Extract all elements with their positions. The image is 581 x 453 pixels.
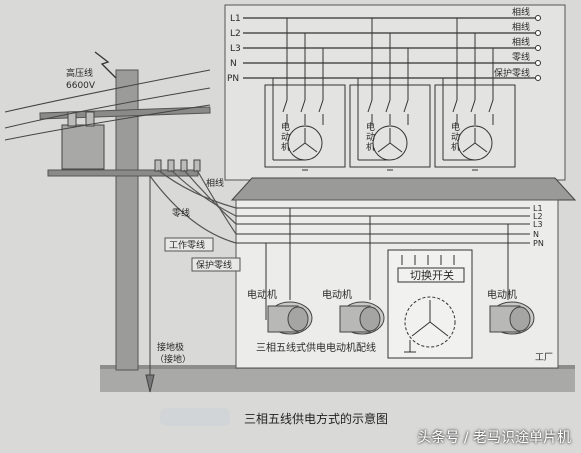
motor-2-icon (339, 301, 385, 335)
hv-label: 高压线 (66, 67, 93, 79)
switch-box (387, 249, 473, 359)
phase-wire-label: 相线 (206, 177, 224, 189)
bldg-bus-l2: L2 (533, 212, 543, 221)
top-bus-terminals (535, 15, 541, 81)
voltage-label: 6600V (66, 81, 96, 91)
protective-neutral-box (191, 257, 241, 272)
bldg-bus-pn: PN (533, 239, 544, 248)
bus-desc-l1: 相线 (512, 6, 530, 18)
motor-label-1: 电动机 (281, 121, 290, 153)
motor-3-icon (489, 301, 535, 335)
switch-label: 切换开关 (410, 268, 454, 282)
factory-label: 工厂 (535, 352, 553, 363)
system-title: 三相五线式供电电动机配线 (256, 341, 376, 354)
utility-pole (39, 69, 211, 371)
bus-label-l2: L2 (230, 29, 241, 39)
bus-desc-pn: 保护零线 (494, 67, 530, 79)
top-panel: L1 L2 L3 N PN 相线 相线 相线 零线 保护零线 电动机 (224, 4, 566, 181)
working-neutral-box (164, 237, 214, 252)
motor-label-3: 电动机 (451, 121, 460, 153)
blurred-region (160, 408, 230, 426)
ground-electrode-label: 接地极 (157, 341, 184, 353)
watermark: 头条号 / 老马识途单片机 (417, 430, 571, 446)
motor-starter-2 (349, 18, 431, 171)
motor-starter-3 (434, 18, 516, 171)
bus-label-pn: PN (227, 74, 239, 84)
ground (100, 365, 575, 392)
motor-label-2: 电动机 (366, 121, 375, 153)
bus-desc-n: 零线 (512, 51, 530, 63)
motor-1-icon (267, 301, 313, 335)
bus-desc-l2: 相线 (512, 21, 530, 33)
bus-label-l3: L3 (230, 44, 241, 54)
protective-neutral-label: 保护零线 (196, 259, 232, 271)
working-neutral-label: 工作零线 (169, 239, 205, 251)
high-voltage-lines (4, 69, 211, 141)
factory-building: L1 L2 L3 N PN 切换开关 (230, 177, 577, 369)
motor-text-1: 电动机 (247, 288, 277, 301)
bldg-bus-n: N (533, 230, 539, 239)
bus-desc-l3: 相线 (512, 36, 530, 48)
bus-label-n: N (230, 59, 237, 69)
building-bus-lines (236, 207, 530, 244)
motor-starter-1 (264, 18, 346, 171)
ground-sub-label: （接地） (155, 353, 191, 365)
service-drop (149, 169, 237, 244)
motor-text-3: 电动机 (487, 288, 517, 301)
lightning-icon (94, 51, 117, 79)
motor-text-2: 电动机 (322, 288, 352, 301)
diagram-caption: 三相五线供电方式的示意图 (244, 412, 389, 426)
bldg-bus-l3: L3 (533, 220, 543, 229)
ground-electrode (145, 176, 155, 393)
bldg-bus-l1: L1 (533, 204, 543, 213)
neutral-wire-label: 零线 (172, 207, 190, 219)
bus-label-l1: L1 (230, 14, 241, 24)
